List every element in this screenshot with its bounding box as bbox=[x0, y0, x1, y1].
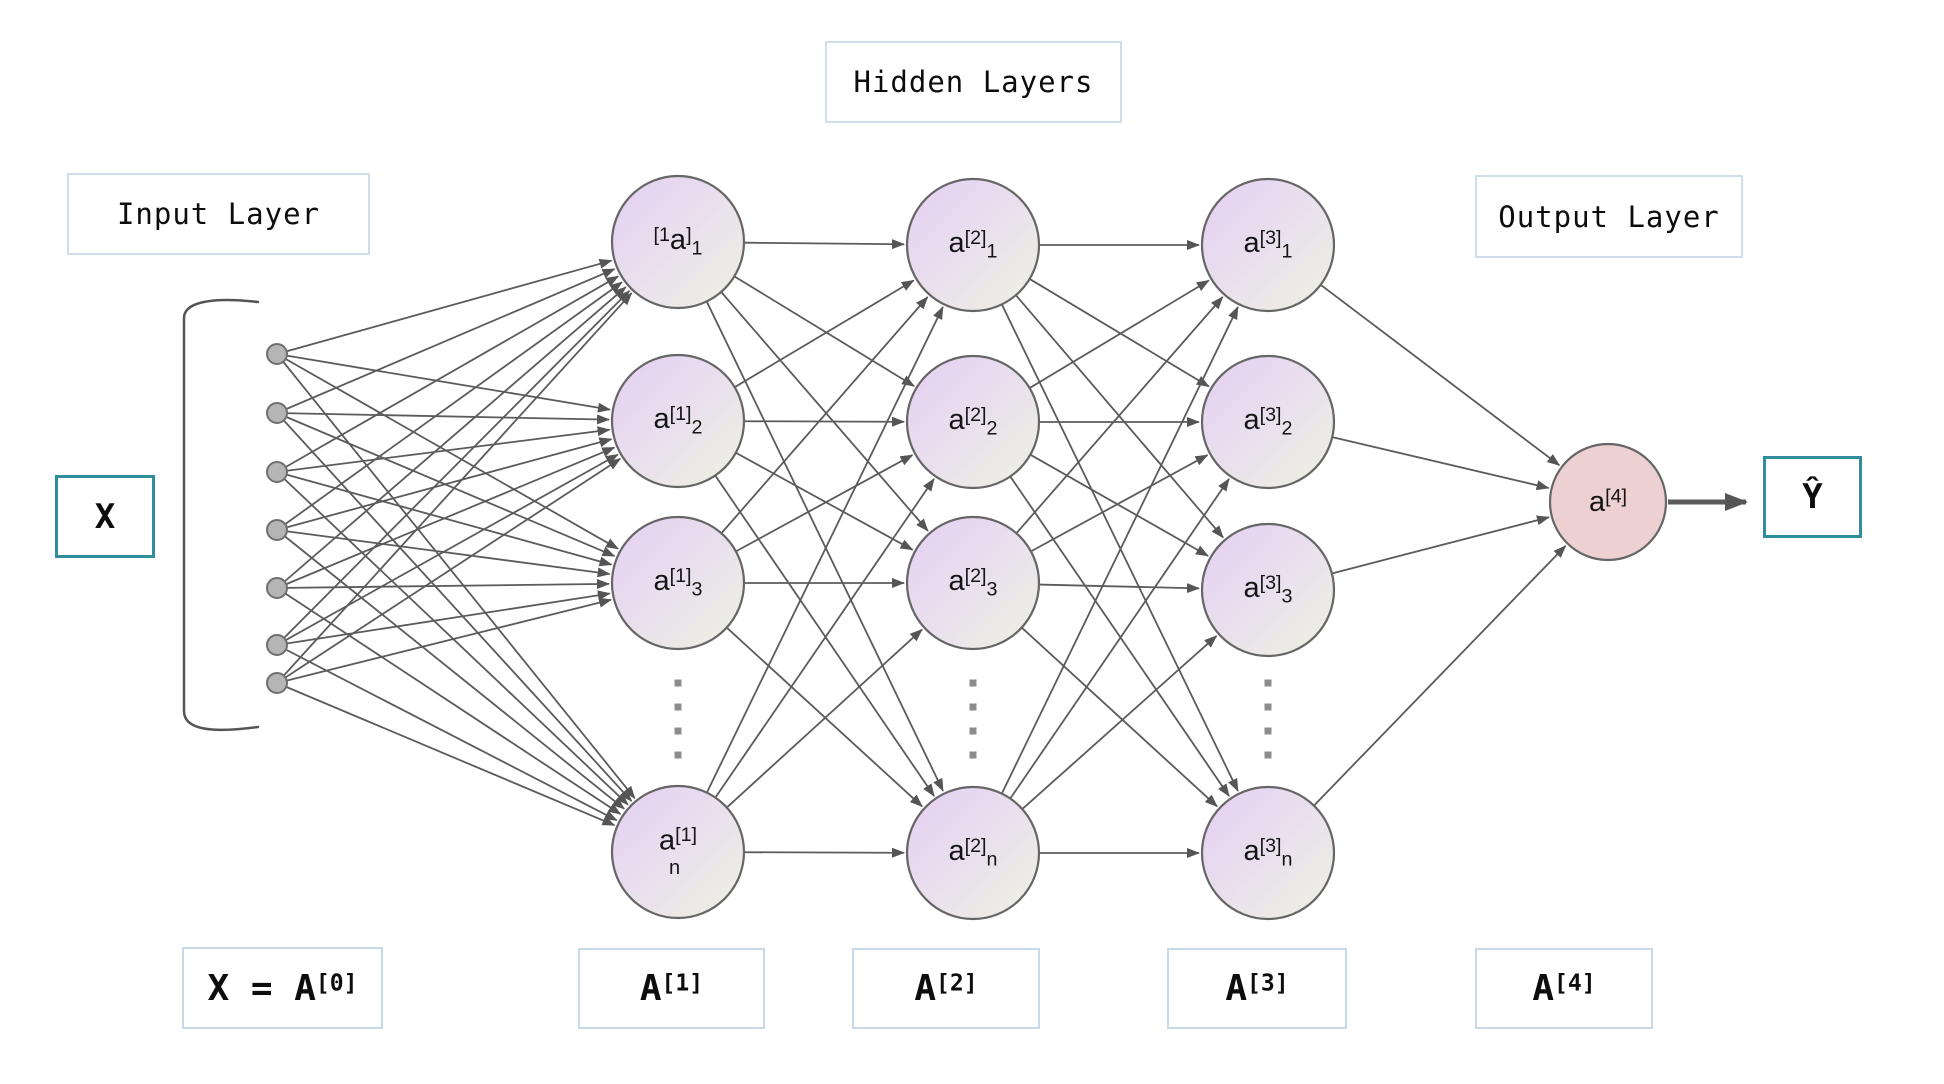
edge-h1-to-h2 bbox=[720, 296, 929, 534]
edge-h3-to-output bbox=[1331, 515, 1550, 575]
hidden-node-layer2 bbox=[905, 785, 1041, 921]
edge-input-to-h1 bbox=[276, 353, 611, 413]
input-dot bbox=[266, 461, 288, 483]
ellipsis-dot bbox=[674, 727, 682, 735]
hidden-node-layer2 bbox=[905, 515, 1041, 651]
edge-h1-to-h2 bbox=[735, 454, 914, 553]
ellipsis-dot bbox=[1264, 727, 1272, 735]
ellipsis-dot bbox=[1264, 751, 1272, 759]
edge-input-to-h1 bbox=[276, 437, 613, 531]
ellipsis-dot bbox=[969, 703, 977, 711]
edge-h1-to-h2 bbox=[733, 275, 915, 387]
hidden-node-layer3 bbox=[1200, 177, 1336, 313]
edge-h2-to-h3 bbox=[1001, 306, 1239, 795]
edge-h1-to-h2 bbox=[720, 291, 929, 532]
edge-input-to-h1 bbox=[276, 644, 618, 822]
ellipsis-dot bbox=[674, 679, 682, 687]
edge-h1-to-h2 bbox=[726, 626, 923, 808]
edge-input-to-h1 bbox=[276, 682, 616, 827]
ellipsis-dot bbox=[1264, 703, 1272, 711]
edge-h1-to-h2 bbox=[735, 451, 914, 551]
edge-h1-to-h2 bbox=[714, 478, 935, 799]
edge-h1-to-h2 bbox=[743, 239, 906, 250]
edge-h1-to-h2 bbox=[734, 279, 915, 388]
output-node bbox=[1548, 442, 1668, 562]
edge-input-to-h1 bbox=[276, 268, 616, 414]
edge-h3-to-output bbox=[1332, 436, 1550, 491]
edge-h3-to-output bbox=[1313, 545, 1567, 807]
hidden-node-layer1 bbox=[610, 784, 746, 920]
edge-input-to-h1 bbox=[276, 426, 611, 473]
edge-input-to-h1 bbox=[276, 412, 633, 802]
edge-input-to-h1 bbox=[276, 275, 620, 473]
edge-h2-to-h3 bbox=[1021, 635, 1218, 810]
ellipsis-dot bbox=[969, 751, 977, 759]
input-dot bbox=[266, 577, 288, 599]
edge-h3-to-output bbox=[1320, 284, 1561, 466]
hidden-node-layer2 bbox=[905, 177, 1041, 313]
hidden-node-layer1 bbox=[610, 353, 746, 489]
edge-h1-to-h2 bbox=[726, 628, 923, 809]
edge-h2-to-h3 bbox=[1029, 278, 1210, 388]
edge-input-to-h1 bbox=[276, 590, 611, 646]
edge-input-to-h1 bbox=[276, 353, 636, 800]
edge-h2-to-h3 bbox=[1038, 583, 1201, 594]
edge-h2-to-h3 bbox=[1029, 453, 1209, 557]
edge-input-to-h1 bbox=[276, 258, 613, 355]
edge-h2-to-h3 bbox=[1009, 475, 1230, 797]
ellipsis-dot bbox=[969, 679, 977, 687]
edge-input-to-h1 bbox=[276, 446, 616, 589]
edge-input-to-h1 bbox=[276, 290, 631, 646]
edge-h2-to-h3 bbox=[1001, 303, 1239, 792]
ellipsis-dot bbox=[674, 703, 682, 711]
input-dot bbox=[266, 672, 288, 694]
edge-h1-to-h2 bbox=[743, 847, 906, 858]
edge-h2-to-h3 bbox=[1029, 279, 1210, 389]
edge-input-to-h1 bbox=[276, 457, 622, 684]
input-dot bbox=[266, 519, 288, 541]
edge-h2-to-h3 bbox=[1021, 626, 1218, 808]
ellipsis-dot bbox=[1264, 679, 1272, 687]
edge-input-to-h1 bbox=[276, 353, 619, 550]
edge-h2-to-h3 bbox=[1009, 478, 1230, 800]
hidden-node-layer3 bbox=[1200, 522, 1336, 658]
edge-input-to-h1 bbox=[276, 412, 611, 425]
hidden-node-layer3 bbox=[1200, 785, 1336, 921]
input-dot bbox=[266, 343, 288, 365]
edge-h1-to-h2 bbox=[705, 301, 944, 792]
hidden-node-layer2 bbox=[905, 354, 1041, 490]
hidden-node-layer1 bbox=[610, 515, 746, 651]
edge-h1-to-h2 bbox=[706, 306, 944, 794]
edge-h1-to-h2 bbox=[714, 474, 935, 797]
edge-input-to-h1 bbox=[276, 529, 625, 810]
ellipsis-dot bbox=[674, 751, 682, 759]
edge-h2-to-h3 bbox=[1015, 296, 1224, 534]
edge-input-to-h1 bbox=[276, 471, 629, 806]
edge-input-to-h1 bbox=[276, 453, 619, 646]
edge-h1-to-h2 bbox=[743, 416, 906, 427]
edge-input-to-h1 bbox=[276, 587, 622, 815]
input-dot bbox=[266, 634, 288, 656]
ellipsis-dot bbox=[969, 727, 977, 735]
edge-input-to-h1 bbox=[276, 292, 633, 684]
edge-input-to-h1 bbox=[276, 597, 613, 684]
input-dot bbox=[266, 402, 288, 424]
hidden-node-layer1 bbox=[610, 174, 746, 310]
edge-h2-to-h3 bbox=[1030, 454, 1209, 553]
edge-input-to-h1 bbox=[276, 579, 611, 590]
input-bracket bbox=[182, 298, 260, 732]
hidden-node-layer3 bbox=[1200, 354, 1336, 490]
edge-input-to-h1 bbox=[276, 281, 623, 531]
edge-input-to-h1 bbox=[276, 286, 627, 589]
